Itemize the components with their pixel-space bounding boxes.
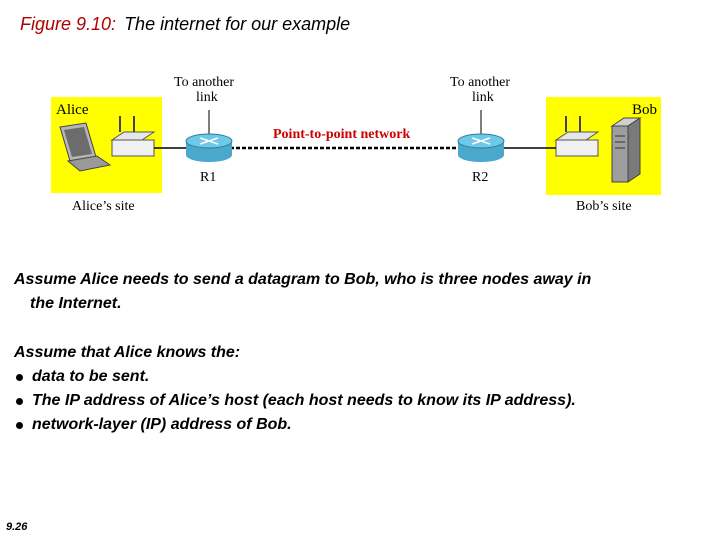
paragraph-scenario-line1: Assume Alice needs to send a datagram to… (14, 271, 592, 288)
list-item: network-layer (IP) address of Bob. (14, 413, 704, 437)
bullet-icon (16, 374, 23, 381)
router-r1-label: R1 (200, 170, 216, 185)
figure-caption: The internet for our example (124, 14, 351, 34)
list-item: The IP address of Alice’s host (each hos… (14, 389, 704, 413)
list-item-text: network-layer (IP) address of Bob. (32, 416, 292, 433)
list-item-text: data to be sent. (32, 368, 150, 385)
router-r2-icon (457, 133, 505, 162)
link-left-line2: link (196, 90, 218, 105)
router-r2-label: R2 (472, 170, 488, 185)
paragraph-knowledge: Assume that Alice knows the: data to be … (14, 341, 704, 437)
list-item: data to be sent. (14, 365, 704, 389)
link-left-line1: To another (174, 75, 234, 90)
bullet-icon (16, 422, 23, 429)
router-r1-icon (185, 133, 233, 162)
bullet-icon (16, 398, 23, 405)
figure-label: Figure 9.10: (20, 14, 117, 34)
bob-site-caption: Bob’s site (576, 199, 632, 214)
knowledge-list: data to be sent. The IP address of Alice… (14, 365, 704, 437)
slide-number: 9.26 (6, 521, 28, 533)
laptop-icon (59, 122, 112, 172)
paragraph-scenario: Assume Alice needs to send a datagram to… (14, 268, 694, 316)
alice-site-caption: Alice’s site (72, 199, 135, 214)
bob-label: Bob (632, 102, 657, 118)
alice-switch-icon (110, 116, 156, 157)
server-icon (610, 117, 642, 183)
bob-switch-icon (554, 116, 600, 157)
alice-label: Alice (56, 102, 89, 118)
link-right-line1: To another (450, 75, 510, 90)
list-item-text: The IP address of Alice’s host (each hos… (32, 392, 576, 409)
network-label: Point-to-point network (273, 127, 410, 142)
paragraph-scenario-line2: the Internet. (30, 295, 122, 312)
figure-title: Figure 9.10: The internet for our example (20, 14, 350, 35)
network-diagram: Alice Alice’s site Bob Bob’s site (51, 75, 661, 214)
link-right-line2: link (472, 90, 494, 105)
paragraph-knowledge-lead: Assume that Alice knows the: (14, 344, 241, 361)
